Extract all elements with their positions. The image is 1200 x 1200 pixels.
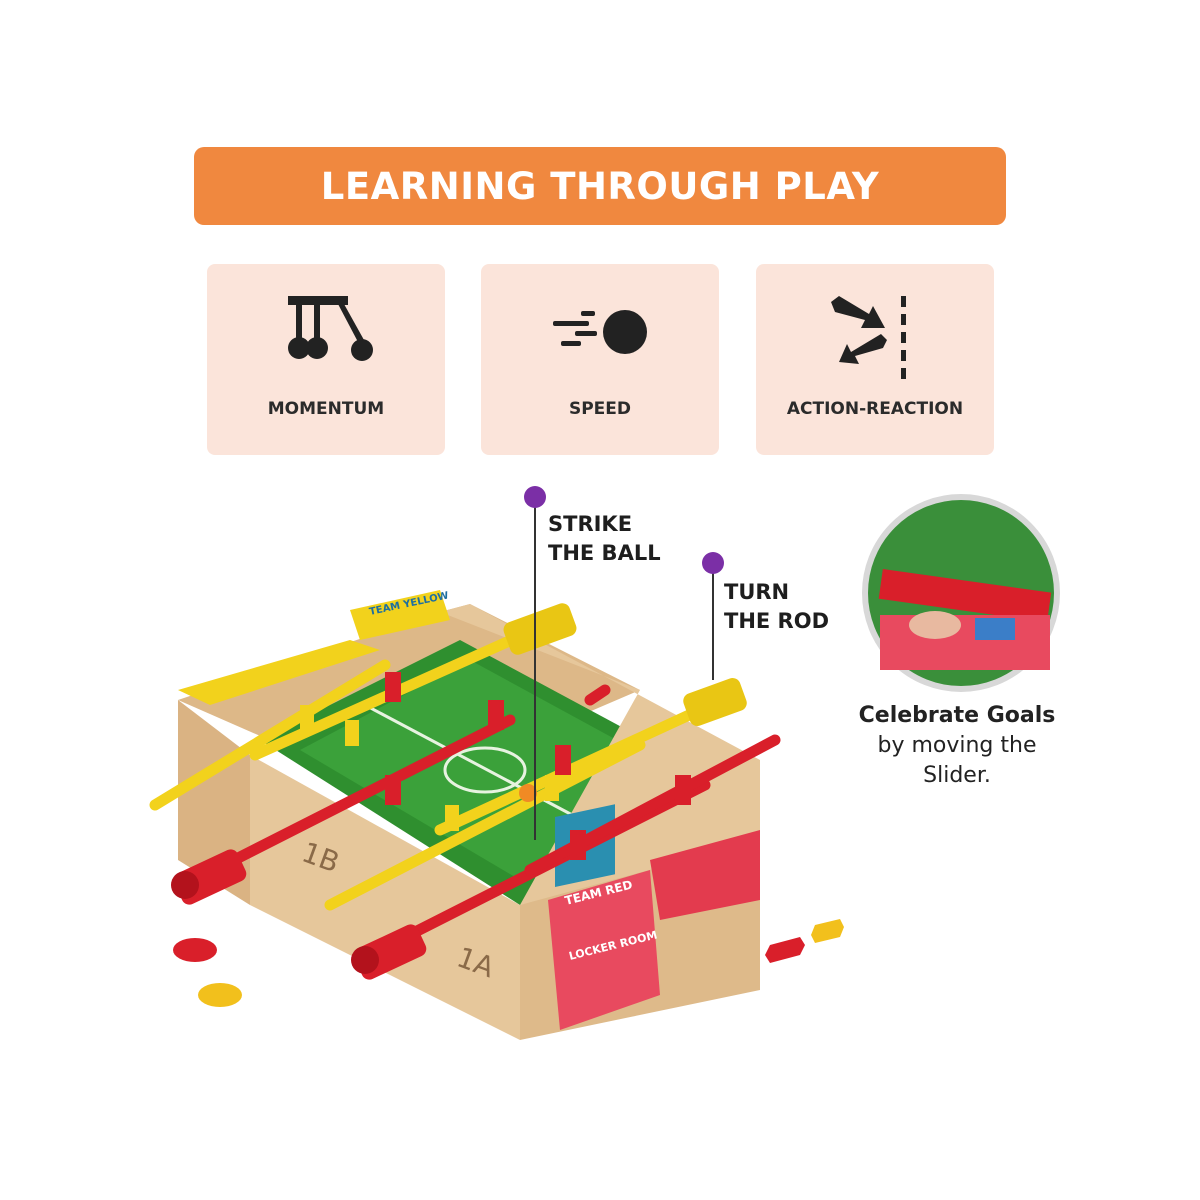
- banner-title: LEARNING THROUGH PLAY: [320, 164, 880, 208]
- newtons-cradle-icon: [288, 296, 373, 361]
- yellow-slider-piece: [811, 919, 844, 943]
- slider-zoom-circle: [862, 494, 1060, 692]
- strike-the-ball-callout: STRIKE THE BALL: [548, 510, 661, 568]
- yellow-handles: [503, 603, 747, 726]
- celebrate-bold: Celebrate Goals: [858, 703, 1056, 728]
- celebrate-line3: Slider.: [923, 763, 991, 788]
- red-piece: [173, 938, 217, 962]
- turn-line1: TURN: [724, 580, 790, 604]
- speed-label: SPEED: [568, 399, 632, 419]
- strike-line2: THE BALL: [548, 541, 661, 565]
- speeding-ball-icon: [553, 310, 647, 354]
- momentum-card: MOMENTUM: [207, 264, 445, 455]
- strike-pin-dot: [524, 486, 546, 508]
- table-front-panel: [250, 755, 520, 1040]
- ball: [519, 784, 537, 802]
- team-red-panel: [548, 870, 660, 1030]
- speed-card: SPEED: [481, 264, 719, 455]
- momentum-label: MOMENTUM: [267, 399, 385, 419]
- foosball-table-illustration: 1B 1A TEAM RED LOCKER ROOM TEAM YELLOW: [149, 486, 1060, 1040]
- action-reaction-label: ACTION-REACTION: [786, 399, 964, 419]
- red-handles: [171, 849, 427, 980]
- celebrate-line2: by moving the: [877, 733, 1037, 758]
- yellow-piece: [198, 983, 242, 1007]
- strike-line1: STRIKE: [548, 512, 633, 536]
- turn-the-rod-callout: TURN THE ROD: [724, 578, 829, 636]
- turn-line2: THE ROD: [724, 609, 830, 633]
- action-reaction-card: ACTION-REACTION: [756, 264, 994, 455]
- learning-banner: LEARNING THROUGH PLAY: [194, 147, 1006, 225]
- players: [300, 672, 691, 860]
- celebrate-goals-caption: Celebrate Goals by moving the Slider.: [842, 701, 1072, 791]
- red-slider-piece: [765, 937, 805, 963]
- turn-pin-dot: [702, 552, 724, 574]
- action-reaction-arrows-icon: [831, 296, 906, 379]
